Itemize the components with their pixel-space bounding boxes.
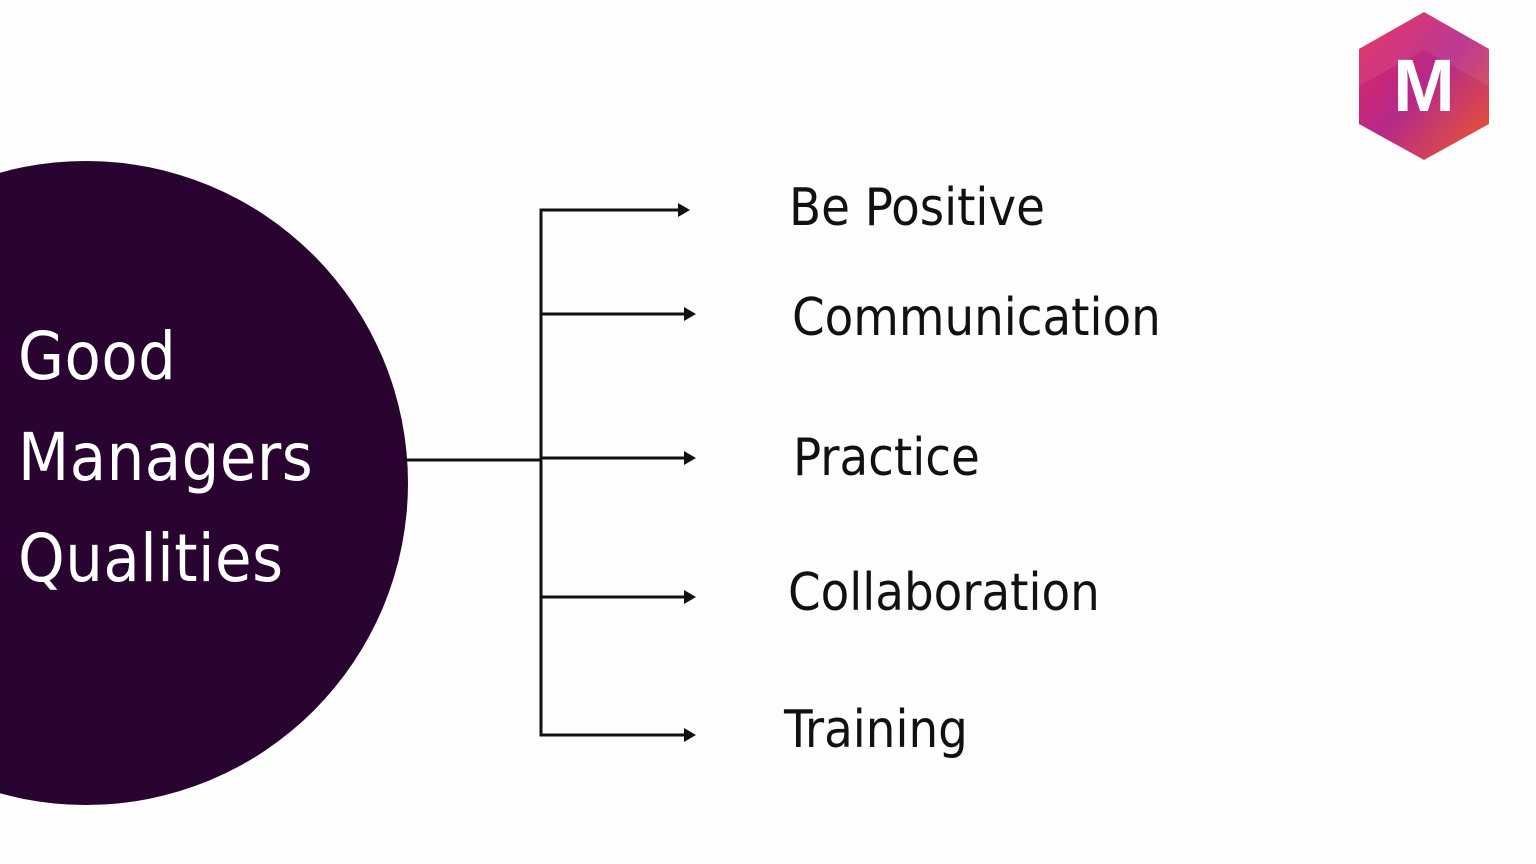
central-topic-line-2: Managers bbox=[18, 419, 314, 496]
quality-item-communication: Communication bbox=[792, 288, 1161, 348]
arrowhead-icon bbox=[684, 590, 696, 604]
central-topic-line-1: Good bbox=[18, 318, 177, 395]
arrowhead-icon bbox=[684, 728, 696, 742]
arrowhead-icon bbox=[678, 203, 690, 217]
central-topic-title: Good Managers Qualities bbox=[18, 306, 313, 609]
quality-item-collaboration: Collaboration bbox=[788, 563, 1100, 623]
arrowhead-icon bbox=[684, 307, 696, 321]
arrowhead-icon bbox=[684, 451, 696, 465]
quality-item-training: Training bbox=[784, 700, 968, 760]
quality-item-practice: Practice bbox=[793, 428, 980, 488]
logo-letter: M bbox=[1393, 44, 1455, 127]
hexagon-m-logo-icon: M bbox=[1359, 12, 1489, 160]
central-topic-line-3: Qualities bbox=[18, 520, 284, 597]
quality-item-be-positive: Be Positive bbox=[789, 178, 1045, 238]
